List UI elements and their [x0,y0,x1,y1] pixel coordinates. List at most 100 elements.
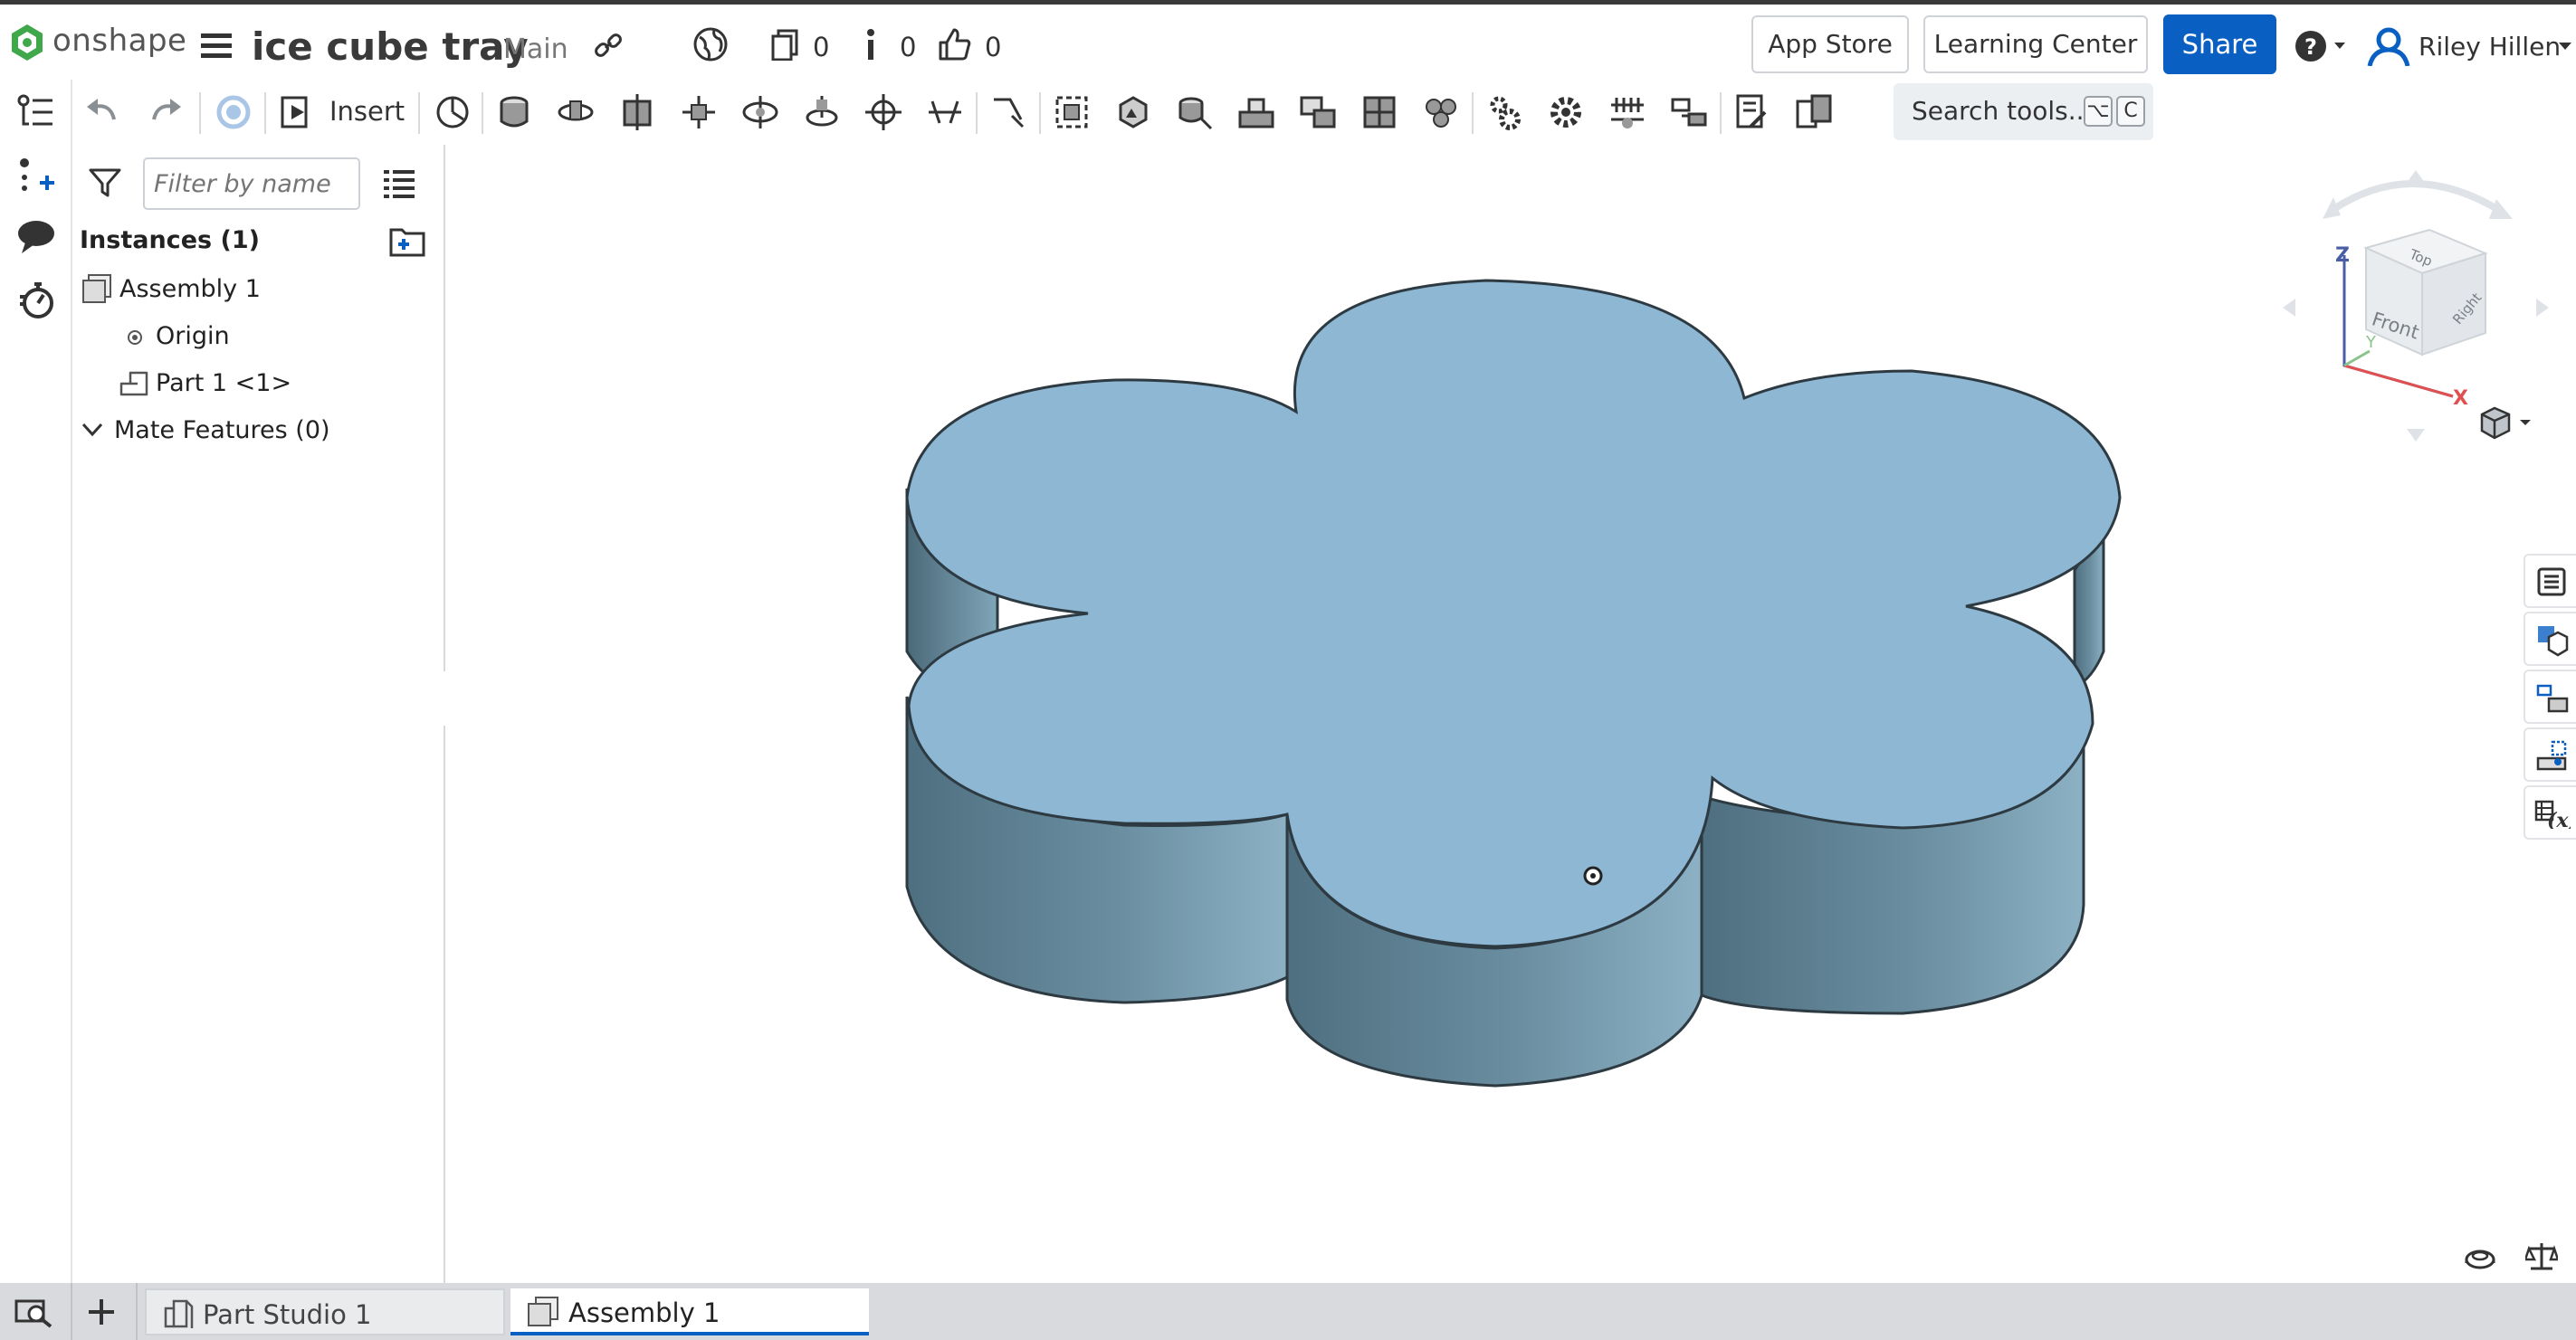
group-icon[interactable] [1052,92,1092,132]
tab-label: Assembly 1 [568,1297,720,1328]
mate-connector-icon[interactable] [1113,92,1153,132]
brand-name: onshape [52,23,187,59]
add-tab-plus-icon[interactable] [83,1294,119,1330]
linear-relation-icon[interactable] [1608,92,1647,132]
right-panel-variables-button[interactable]: (x) [2524,785,2576,840]
measure-tape-icon[interactable] [2464,1243,2496,1270]
ball-mate-icon[interactable] [863,92,903,132]
tab-part-studio-1[interactable]: Part Studio 1 [145,1288,505,1335]
origin-icon [127,329,143,346]
mate-connector-list-icon [2536,740,2569,773]
insert-label[interactable]: Insert [329,96,405,127]
configurations-icon[interactable] [1794,92,1834,132]
gear-icon[interactable] [1484,92,1524,132]
learning-center-button[interactable]: Learning Center [1923,15,2148,73]
replicate-icon[interactable] [433,92,472,132]
like-thumbs-up-icon[interactable] [937,26,973,62]
bom-icon[interactable] [1732,92,1772,132]
tab-search-icon[interactable] [14,1297,54,1328]
screw-relation-icon[interactable] [1421,92,1461,132]
public-globe-icon[interactable] [692,26,729,62]
pin-slot-mate-icon[interactable] [802,92,842,132]
right-panel-appearance-button[interactable] [2524,612,2576,666]
fastened-mate-icon[interactable] [494,92,534,132]
svg-text:(x): (x) [2547,809,2571,829]
part-label: Part 1 <1> [156,369,292,397]
view-cube[interactable]: Z X Y Front Top Right [2275,165,2556,454]
search-tools-label: Search tools... [1912,96,2093,126]
rack-pinion-icon[interactable] [1298,92,1338,132]
share-button[interactable]: Share [2163,14,2276,74]
feature-list-icon[interactable] [16,92,56,132]
right-panel-parts-list-button[interactable] [2524,554,2576,608]
cylindrical-mate-icon[interactable] [740,92,780,132]
hamburger-menu-icon[interactable] [201,32,234,59]
help-icon[interactable]: ? [2295,30,2347,62]
filter-funnel-icon[interactable] [87,165,123,201]
settings-gear-icon[interactable] [1546,92,1586,132]
part-icon [118,367,150,400]
axis-y-label: Y [2366,333,2376,352]
search-tools-button[interactable]: Search tools... ⌥ C [1894,83,2153,140]
instances-add-icon[interactable] [16,156,56,195]
user-avatar-icon[interactable] [2366,26,2411,66]
tree-item-origin[interactable]: Origin [123,320,440,356]
mate-features-label: Mate Features (0) [114,416,330,444]
right-panel-mates-button[interactable] [2524,670,2576,724]
view-options-cube-icon[interactable] [2478,405,2533,442]
part-origin-marker-icon [1583,866,1603,886]
table-configure-icon[interactable] [1360,92,1399,132]
part-flower-tray[interactable] [898,271,2147,1104]
left-rail [0,80,72,1283]
right-panel-mate-connectors-button[interactable] [2524,727,2576,782]
app-store-button[interactable]: App Store [1751,15,1909,73]
variables-function-icon: (x) [2534,800,2571,829]
comments-icon[interactable] [16,219,56,255]
feature-toolbar: Insert Search tools... ⌥ C [72,80,2576,145]
revolute-mate-icon[interactable] [556,92,596,132]
part-studio-icon [163,1297,196,1330]
transform-icon[interactable] [1669,92,1709,132]
chevron-down-icon[interactable] [81,422,103,438]
onshape-logo-icon[interactable] [9,23,45,62]
svg-text:?: ? [2304,34,2317,60]
explode-icon[interactable] [1175,92,1215,132]
info-icon[interactable] [864,28,877,62]
tab-assembly-1[interactable]: Assembly 1 [510,1288,869,1335]
regenerate-icon[interactable] [214,92,253,132]
axis-x-label: X [2453,387,2468,410]
redo-icon[interactable] [145,92,185,132]
undo-icon[interactable] [83,92,123,132]
axis-z-label: Z [2335,244,2350,267]
top-bar: onshape ice cube tray Main 0 0 0 App Sto… [0,0,2576,80]
origin-label: Origin [156,322,230,350]
shortcut-key-c: C [2116,96,2145,127]
user-menu-chevron-down-icon[interactable] [2558,41,2572,52]
assembly-icon [81,273,112,304]
tangent-mate-icon[interactable] [988,92,1028,132]
animation-timer-icon[interactable] [16,280,56,320]
mass-properties-scale-icon[interactable] [2525,1240,2558,1272]
filter-by-name-input[interactable] [143,157,360,210]
user-name[interactable]: Riley Hillen [2419,32,2562,62]
appearance-icon [2536,624,2569,657]
document-title[interactable]: ice cube tray [252,24,529,69]
versions-count: 0 [813,32,830,62]
list-view-icon[interactable] [384,168,416,199]
new-folder-icon[interactable] [389,226,425,257]
insert-icon[interactable] [277,92,317,132]
planar-mate-icon[interactable] [679,92,719,132]
link-icon[interactable] [593,30,624,61]
parallel-mate-icon[interactable] [925,92,965,132]
tree-item-assembly[interactable]: Assembly 1 [80,271,442,311]
branch-label[interactable]: Main [503,33,568,65]
instance-list-panel [72,145,445,1283]
slider-mate-icon[interactable] [617,92,657,132]
tree-item-part[interactable]: Part 1 <1> [118,366,440,405]
gear-relation-icon[interactable] [1236,92,1276,132]
tab-label: Part Studio 1 [203,1299,372,1330]
assembly-label: Assembly 1 [119,275,261,303]
versions-icon[interactable] [769,28,802,61]
assembly-tab-icon [527,1296,559,1328]
tree-item-mate-features[interactable]: Mate Features (0) [80,413,442,452]
